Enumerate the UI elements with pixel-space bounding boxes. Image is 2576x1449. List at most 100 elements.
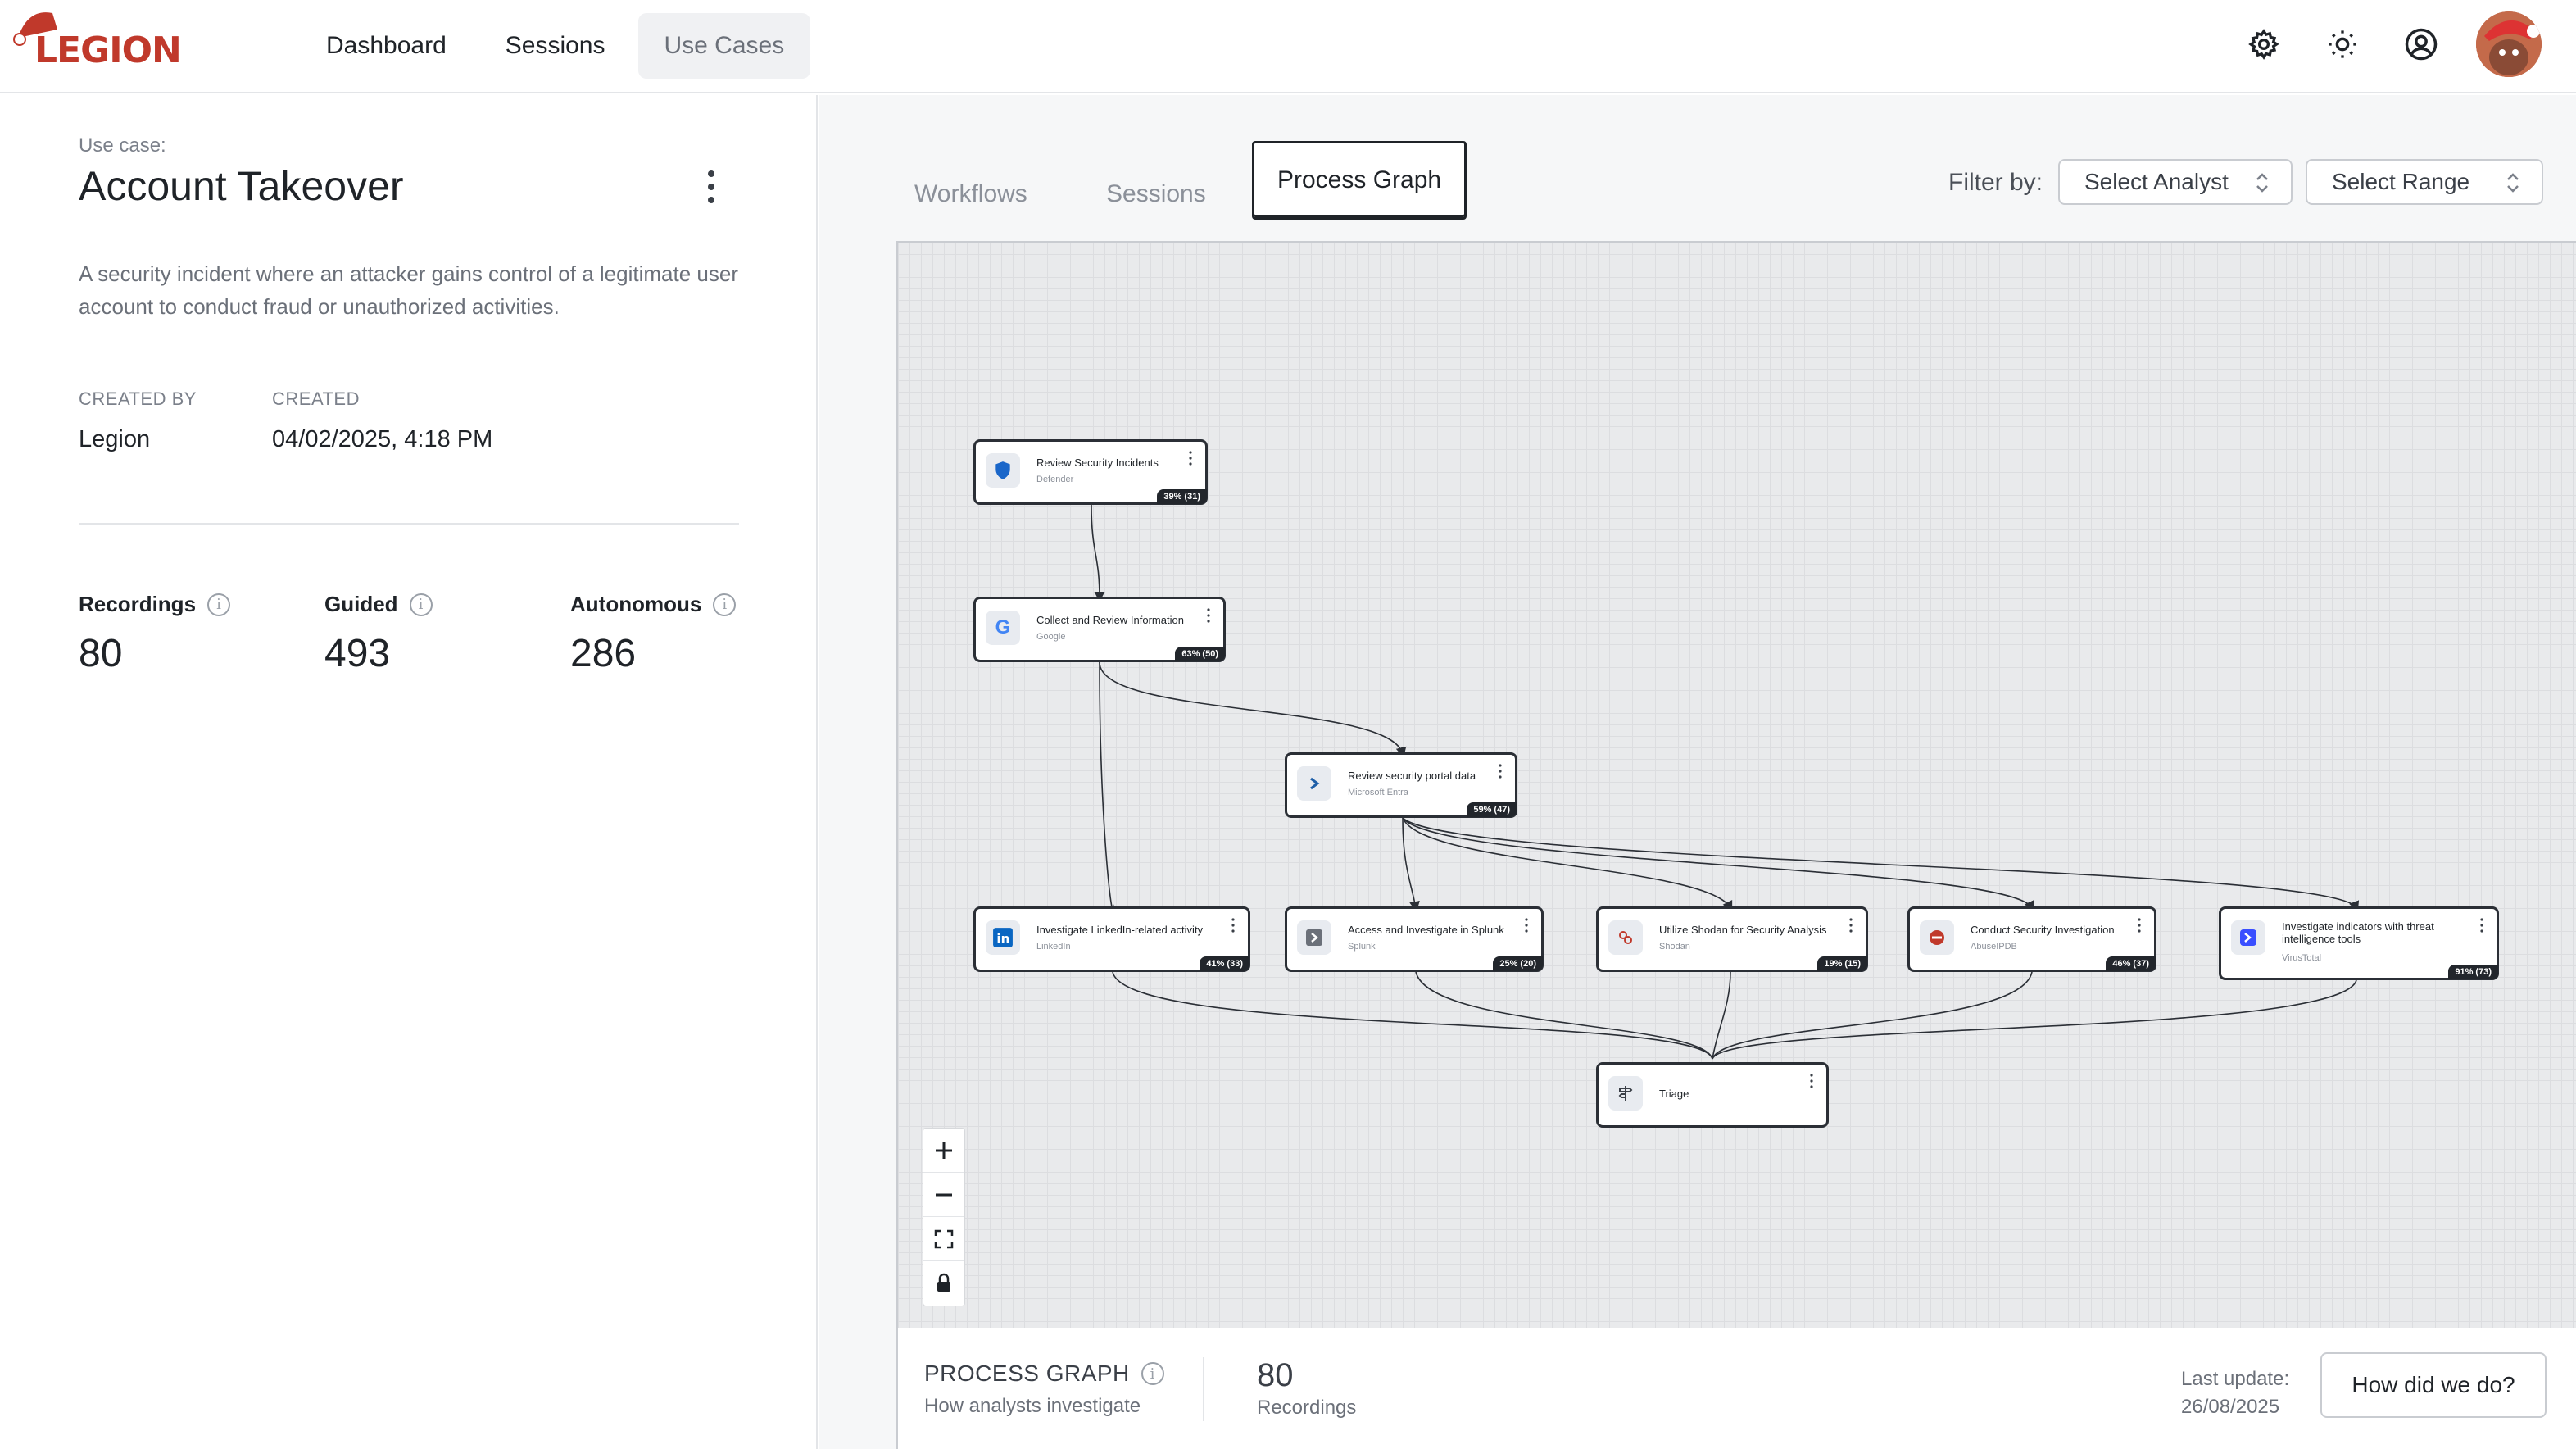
node-menu-icon[interactable]: [2136, 917, 2143, 933]
graph-node-conduct-security-investigation[interactable]: Conduct Security Investigation AbuseIPDB…: [1907, 906, 2156, 972]
created-by-header: CREATED BY: [79, 388, 197, 409]
graph-edges: [1091, 504, 2359, 1060]
use-case-label: Use case:: [79, 134, 166, 157]
stat-label: Autonomous: [570, 592, 702, 616]
stat-label: Recordings: [79, 592, 197, 616]
fit-view-button[interactable]: [923, 1217, 964, 1261]
node-title: Investigate LinkedIn-related activity: [1036, 924, 1204, 936]
node-tool: Microsoft Entra: [1348, 788, 1408, 797]
node-title: Utilize Shodan for Security Analysis: [1659, 924, 1827, 936]
node-menu-icon[interactable]: [1523, 917, 1530, 933]
fullscreen-icon: [934, 1229, 954, 1248]
node-menu-icon[interactable]: [1187, 450, 1194, 466]
page-title: Account Takeover: [79, 163, 404, 209]
signpost-icon: [1608, 1076, 1643, 1111]
graph-node-utilize-shodan[interactable]: Utilize Shodan for Security Analysis Sho…: [1596, 906, 1868, 972]
last-update: Last update: 26/08/2025: [2181, 1365, 2289, 1421]
more-options-icon[interactable]: [695, 164, 728, 210]
node-badge: 63% (50): [1175, 647, 1225, 661]
header-actions: [2240, 11, 2542, 77]
divider: [1203, 1357, 1204, 1421]
graph-node-review-security-portal-data[interactable]: Review security portal data Microsoft En…: [1285, 752, 1517, 818]
chevron-updown-icon: [2507, 173, 2519, 193]
node-badge: 39% (31): [1157, 489, 1207, 504]
abuseipdb-icon: [1920, 920, 1954, 955]
splunk-icon: [1297, 920, 1331, 955]
node-menu-icon[interactable]: [1230, 917, 1236, 933]
info-icon[interactable]: i: [1141, 1362, 1164, 1385]
graph-footer: PROCESS GRAPH i How analysts investigate…: [896, 1328, 2576, 1449]
avatar[interactable]: [2476, 11, 2542, 77]
select-analyst-dropdown[interactable]: Select Analyst: [2058, 159, 2293, 205]
node-badge: 46% (37): [2106, 956, 2156, 971]
nav-use-cases[interactable]: Use Cases: [637, 13, 811, 79]
node-badge: 25% (20): [1493, 956, 1543, 971]
legion-logo[interactable]: LEGION: [11, 5, 182, 71]
footer-recordings-label: Recordings: [1257, 1397, 1357, 1419]
santa-hat-icon: [13, 12, 57, 46]
select-range-value: Select Range: [2332, 169, 2470, 194]
user-circle-icon[interactable]: [2397, 20, 2445, 68]
created-by-value: Legion: [79, 426, 151, 452]
node-tool: Shodan: [1659, 942, 1690, 952]
last-update-date: 26/08/2025: [2181, 1396, 2280, 1418]
stat-recordings-value: 80: [79, 632, 123, 675]
node-menu-icon[interactable]: [1205, 607, 1212, 624]
zoom-in-button[interactable]: [923, 1129, 964, 1173]
lock-view-button[interactable]: [923, 1261, 964, 1306]
settings-gear-icon[interactable]: [2240, 20, 2288, 68]
info-icon[interactable]: i: [713, 593, 737, 616]
lock-icon: [937, 1273, 950, 1292]
graph-node-access-splunk[interactable]: Access and Investigate in Splunk Splunk …: [1285, 906, 1544, 972]
zoom-out-button[interactable]: [923, 1173, 964, 1217]
info-icon[interactable]: i: [409, 593, 433, 616]
divider: [79, 523, 739, 525]
node-tool: Splunk: [1348, 942, 1376, 952]
svg-text:in: in: [996, 932, 1009, 947]
node-menu-icon[interactable]: [1497, 763, 1503, 779]
graph-node-review-security-incidents[interactable]: Review Security Incidents Defender 39% (…: [973, 439, 1208, 505]
info-icon[interactable]: i: [207, 593, 231, 616]
stat-autonomous-label: Autonomous i: [570, 592, 737, 617]
chevron-updown-icon: [2256, 173, 2268, 193]
theme-sun-icon[interactable]: [2319, 20, 2366, 68]
node-badge: 41% (33): [1200, 956, 1249, 971]
last-update-label: Last update:: [2181, 1368, 2290, 1390]
footer-recordings-value: 80: [1257, 1357, 1294, 1393]
top-bar: LEGION Dashboard Sessions Use Cases: [0, 0, 2576, 93]
created-value: 04/02/2025, 4:18 PM: [272, 426, 493, 452]
node-menu-icon[interactable]: [1808, 1073, 1815, 1089]
main-nav: Dashboard Sessions Use Cases: [300, 13, 811, 79]
tab-process-graph[interactable]: Process Graph: [1252, 141, 1467, 220]
tab-sessions[interactable]: Sessions: [1106, 180, 1206, 207]
node-tool: LinkedIn: [1036, 942, 1071, 952]
node-tool: AbuseIPDB: [1971, 942, 2017, 952]
graph-node-investigate-linkedin[interactable]: in Investigate LinkedIn-related activity…: [973, 906, 1250, 972]
nav-sessions[interactable]: Sessions: [505, 32, 605, 59]
shield-icon: [986, 453, 1020, 488]
feedback-button[interactable]: How did we do?: [2320, 1352, 2547, 1418]
footer-title: PROCESS GRAPH i: [924, 1360, 1164, 1387]
entra-icon: [1297, 766, 1331, 801]
stat-guided-label: Guided i: [324, 592, 433, 617]
nav-dashboard[interactable]: Dashboard: [326, 32, 447, 59]
graph-canvas[interactable]: Review Security Incidents Defender 39% (…: [896, 241, 2576, 1328]
graph-node-investigate-indicators[interactable]: Investigate indicators with threat intel…: [2219, 906, 2499, 980]
minus-icon: [936, 1193, 952, 1196]
node-menu-icon[interactable]: [2478, 917, 2485, 933]
graph-node-triage[interactable]: Triage: [1596, 1062, 1829, 1128]
node-tool: Google: [1036, 632, 1066, 642]
process-graph-panel: Workflows Sessions Process Graph Filter …: [819, 95, 2576, 1449]
google-icon: G: [986, 611, 1020, 645]
zoom-controls: [923, 1128, 965, 1306]
node-title: Review security portal data: [1348, 770, 1476, 782]
select-analyst-value: Select Analyst: [2084, 169, 2229, 194]
select-range-dropdown[interactable]: Select Range: [2306, 159, 2543, 205]
graph-node-collect-review-information[interactable]: G Collect and Review Information Google …: [973, 597, 1226, 662]
logo-text: LEGION: [34, 30, 182, 71]
footer-subtitle: How analysts investigate: [924, 1395, 1141, 1417]
node-menu-icon[interactable]: [1848, 917, 1854, 933]
node-title: Investigate indicators with threat intel…: [2282, 920, 2434, 945]
node-title: Review Security Incidents: [1036, 457, 1159, 469]
tab-workflows[interactable]: Workflows: [914, 180, 1027, 207]
